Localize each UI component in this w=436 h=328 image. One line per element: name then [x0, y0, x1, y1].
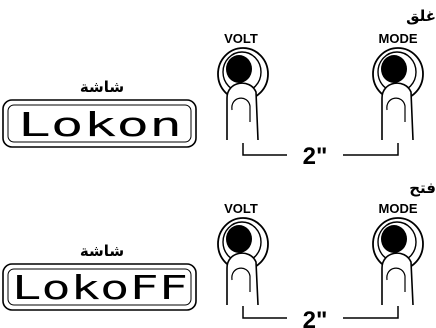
action-label-lock: غلق — [406, 8, 436, 25]
lcd-display-inner — [7, 268, 192, 306]
lcd-display-text: Lokon — [18, 105, 182, 144]
fingernail-icon — [386, 267, 406, 292]
finger-icon — [226, 252, 259, 306]
fingernail-icon — [386, 97, 406, 122]
finger-icon — [381, 252, 414, 306]
mode-button-label: MODE — [379, 201, 418, 216]
lcd-display-text: LokoFF — [12, 268, 188, 307]
fingernail-icon — [231, 267, 251, 292]
volt-button-label: VOLT — [224, 31, 258, 46]
display-label: شاشة — [80, 243, 124, 260]
action-label-unlock: فتح — [409, 180, 436, 197]
duration-bracket — [242, 143, 399, 156]
fingernail-icon — [231, 97, 251, 122]
duration-bracket — [242, 306, 399, 319]
panel-lock-off: فتح شاشة LokoFF VOLT MODE 2" — [2, 180, 436, 328]
finger-icon — [226, 82, 259, 141]
display-label: شاشة — [80, 79, 124, 96]
finger-icon — [381, 82, 414, 141]
panel-lock-on: غلق شاشة Lokon VOLT MODE 2" — [2, 8, 436, 170]
lcd-display-frame — [2, 263, 197, 311]
mode-button-label: MODE — [379, 31, 418, 46]
lcd-display-frame — [2, 99, 197, 148]
duration-label: 2" — [303, 143, 328, 170]
lcd-display-inner — [7, 104, 192, 143]
volt-button-label: VOLT — [224, 201, 258, 216]
duration-label: 2" — [303, 307, 328, 328]
